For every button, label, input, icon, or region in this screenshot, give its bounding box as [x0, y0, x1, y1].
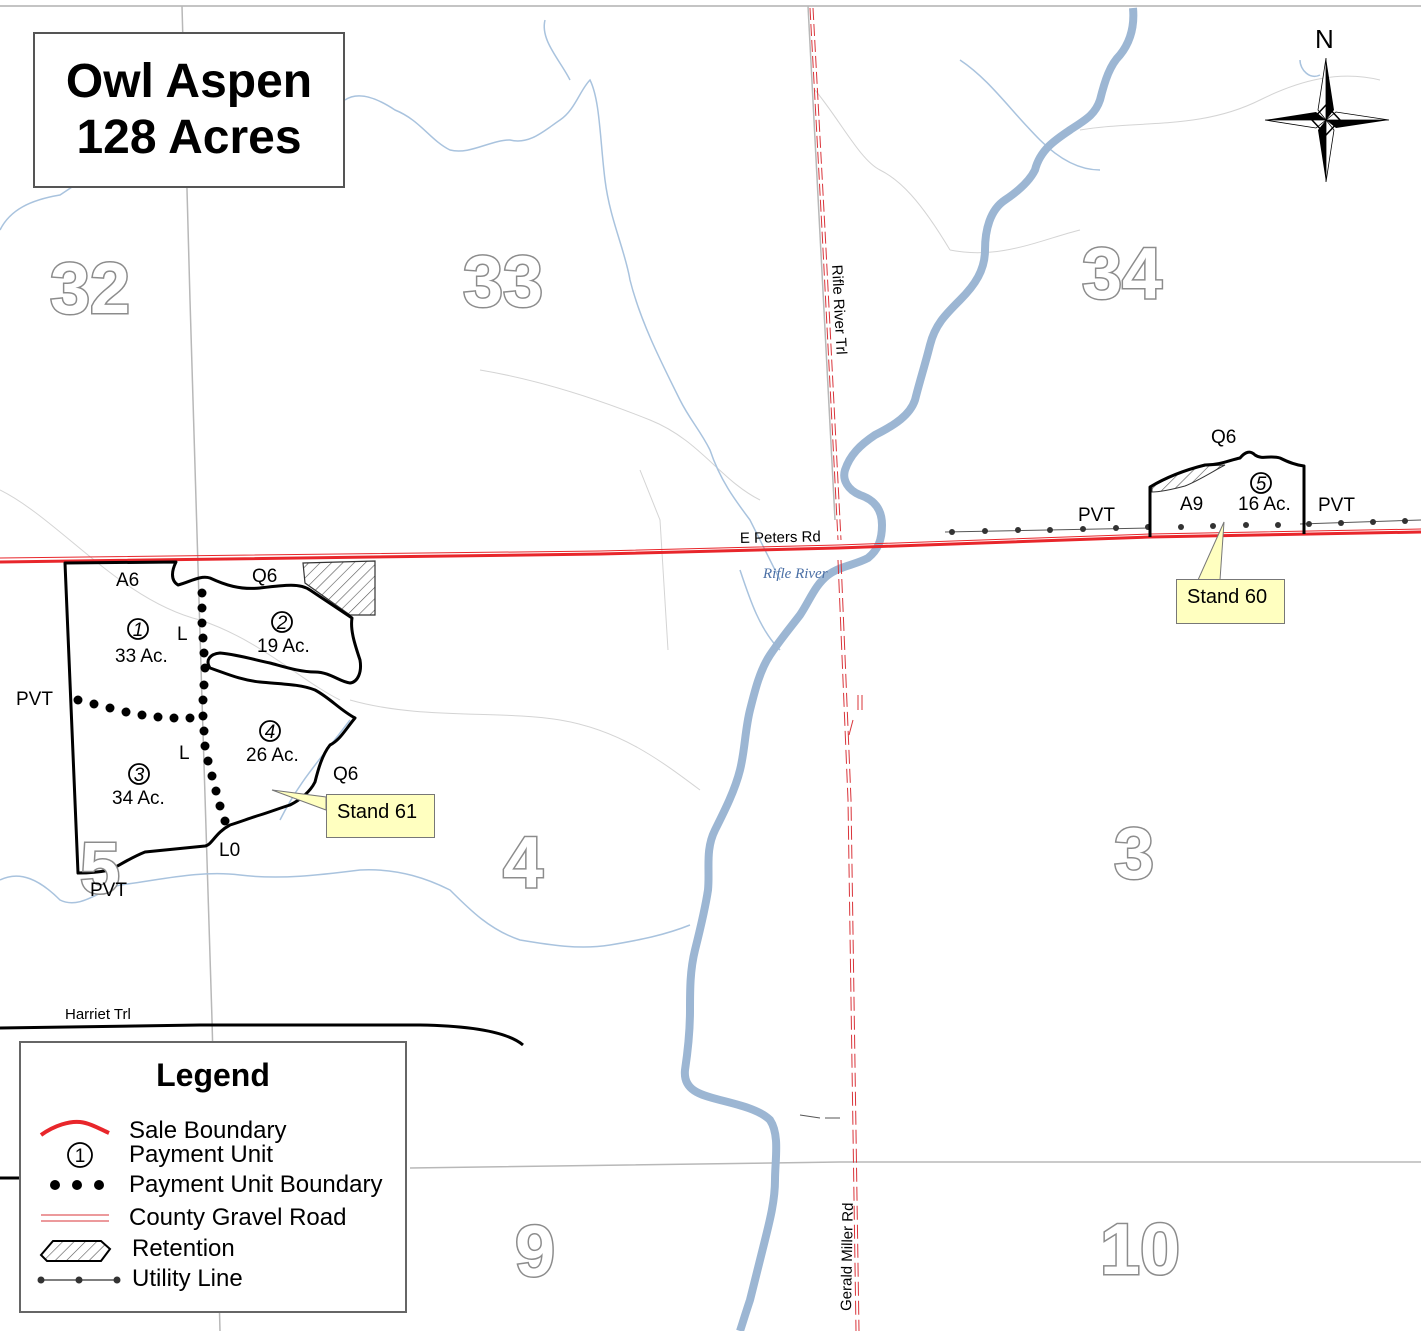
legend-label-payment-unit: Payment Unit — [129, 1141, 274, 1168]
legend-label-payment-unit-boundary: Payment Unit Boundary — [129, 1171, 383, 1198]
legend-item-payment-unit: 1 Payment Unit — [35, 1141, 405, 1169]
legend-item-sale-boundary: Sale Boundary — [35, 1117, 405, 1145]
callout-stand-61: Stand 61 — [326, 794, 435, 838]
label-q6-stand60: Q6 — [1211, 427, 1236, 448]
road-gap-mark — [799, 1114, 840, 1119]
legend-label-sale-boundary: Sale Boundary — [129, 1117, 287, 1144]
legend: Legend Sale Boundary 1 Payment Unit Paym… — [19, 1041, 407, 1313]
payment-unit-4: 4 26 Ac. — [246, 720, 299, 766]
callout-stand-60-text: Stand 60 — [1187, 586, 1268, 608]
callout-stand-60: Stand 60 — [1176, 579, 1285, 624]
payment-unit-1-acres: 33 Ac. — [115, 646, 168, 667]
label-a9: A9 — [1180, 494, 1203, 515]
payment-unit-5-number: 5 — [1256, 474, 1267, 495]
payment-unit-4-number: 4 — [265, 722, 276, 743]
section-5: 5 — [80, 829, 120, 909]
label-a6: A6 — [116, 570, 139, 591]
payment-unit-1: 1 33 Ac. — [115, 618, 168, 667]
payment-unit-3: 3 34 Ac. — [112, 763, 165, 809]
legend-label-county-gravel-road: County Gravel Road — [129, 1204, 347, 1231]
payment-unit-icon: 1 — [67, 1142, 93, 1168]
label-pvt-south: PVT — [90, 880, 127, 901]
legend-payment-unit-symbol: 1 — [75, 1146, 86, 1167]
legend-label-utility-line: Utility Line — [132, 1265, 243, 1292]
retention-area-west — [302, 560, 376, 616]
payment-unit-3-number: 3 — [134, 765, 145, 786]
county-gravel-roads — [809, 7, 863, 1331]
river-label-rifle: Rifle River — [762, 566, 828, 582]
payment-unit-5-acres: 16 Ac. — [1238, 494, 1291, 515]
section-4: 4 — [503, 823, 543, 903]
map-title-box: Owl Aspen 128 Acres — [33, 32, 345, 188]
map-title-line1: Owl Aspen — [65, 55, 313, 108]
utility-line — [944, 518, 1421, 535]
legend-item-retention: Retention — [35, 1235, 405, 1263]
utility-line-icon — [37, 1276, 121, 1284]
county-gravel-road-icon — [41, 1214, 109, 1222]
sale-boundary-line-thin — [0, 528, 1421, 559]
section-3: 3 — [1114, 814, 1154, 894]
stand-60-boundary — [1148, 450, 1306, 537]
callout-stand-61-text: Stand 61 — [337, 801, 418, 823]
label-l0: L0 — [219, 840, 240, 861]
legend-title: Legend — [156, 1057, 270, 1093]
rifle-river — [680, 7, 1138, 1331]
road-label-rifle-river-trl: Rifle River Trl — [828, 264, 850, 355]
legend-item-payment-unit-boundary: Payment Unit Boundary — [35, 1171, 405, 1199]
label-l-lower: L — [179, 743, 190, 764]
road-label-e-peters: E Peters Rd — [740, 528, 821, 547]
payment-unit-4-acres: 26 Ac. — [246, 745, 299, 766]
payment-unit-2: 2 19 Ac. — [257, 611, 310, 657]
payment-unit-2-number: 2 — [276, 613, 288, 634]
payment-unit-boundary-icon — [50, 1180, 104, 1190]
map-title-line2: 128 Acres — [76, 111, 302, 164]
payment-unit-1-number: 1 — [133, 620, 144, 641]
payment-unit-5: 5 16 Ac. — [1238, 472, 1291, 515]
section-9: 9 — [515, 1212, 555, 1292]
road-label-gerald-miller: Gerald Miller Rd — [838, 1202, 857, 1311]
legend-item-utility-line: Utility Line — [35, 1265, 405, 1293]
road-label-harriet: Harriet Trl — [65, 1006, 131, 1023]
retention-icon — [39, 1240, 112, 1262]
section-33: 33 — [463, 242, 543, 322]
label-q6-north: Q6 — [252, 566, 277, 587]
north-arrow-icon: N — [1264, 24, 1390, 183]
section-10: 10 — [1100, 1210, 1180, 1290]
contour-lines — [0, 75, 1381, 791]
sale-boundary-line — [0, 530, 1421, 564]
payment-unit-2-acres: 19 Ac. — [257, 636, 310, 657]
label-pvt-east-left: PVT — [1078, 505, 1115, 526]
sale-boundary-icon — [39, 1119, 110, 1137]
north-label: N — [1315, 24, 1334, 54]
creek-lines — [0, 19, 1321, 948]
label-pvt-west: PVT — [16, 689, 53, 710]
label-q6-east: Q6 — [333, 764, 358, 785]
callout-pointer-stand60 — [1197, 521, 1225, 581]
label-pvt-east-right: PVT — [1318, 495, 1355, 516]
legend-item-county-gravel-road: County Gravel Road — [35, 1204, 405, 1232]
label-l-upper: L — [177, 624, 188, 645]
payment-unit-boundaries — [73, 588, 230, 826]
section-32: 32 — [50, 249, 130, 329]
legend-label-retention: Retention — [132, 1235, 235, 1262]
harriet-trl-road — [0, 1023, 524, 1047]
section-34: 34 — [1082, 234, 1162, 314]
payment-unit-3-acres: 34 Ac. — [112, 788, 165, 809]
stand-61-boundary — [63, 560, 362, 875]
